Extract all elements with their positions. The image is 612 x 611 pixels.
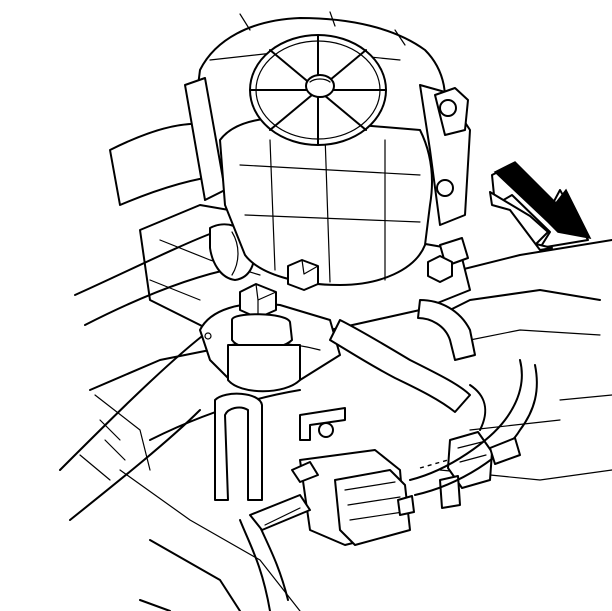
- wiring-harness: [239, 359, 538, 611]
- bolt-front: [227, 283, 301, 393]
- electrical-connector: [419, 431, 493, 509]
- bolt-right: [427, 255, 453, 283]
- direction-arrow-icon: [489, 161, 592, 251]
- valve-bracket: [214, 392, 346, 501]
- air-pump: [184, 11, 471, 286]
- filter-cage: [249, 34, 387, 146]
- bolt-rear: [287, 259, 319, 291]
- outlet-hose: [329, 299, 476, 413]
- solenoid-valve: [291, 449, 415, 546]
